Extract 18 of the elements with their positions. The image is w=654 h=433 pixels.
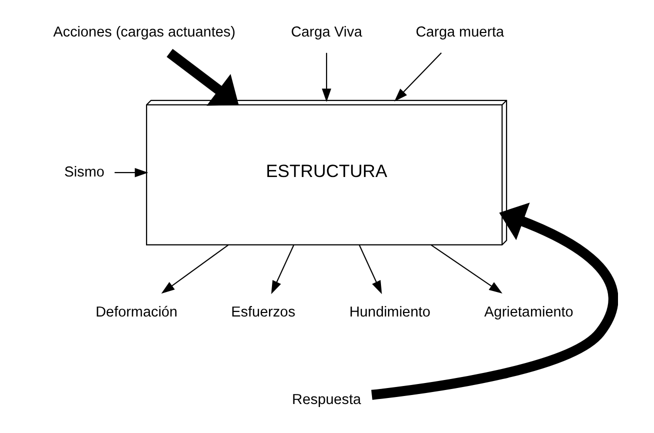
node-text: Esfuerzos: [231, 304, 296, 320]
node-text: Deformación: [96, 304, 178, 320]
arrow: [322, 52, 332, 102]
arrow: [358, 244, 382, 294]
arrow: [271, 244, 294, 294]
node-text: Carga Viva: [290, 24, 362, 40]
arrow: [394, 52, 442, 102]
node-text: Carga muerta: [416, 24, 504, 40]
node-text: Hundimiento: [349, 304, 430, 320]
node-text: Acciones (cargas actuantes): [53, 24, 236, 40]
node-text: Sismo: [64, 164, 104, 180]
arrow: [371, 202, 618, 400]
arrow: [114, 168, 148, 178]
node-text: Respuesta: [292, 392, 362, 408]
arrow: [430, 244, 502, 294]
arrow: [161, 244, 229, 294]
arrow: [166, 48, 239, 106]
node-text: Agrietamiento: [484, 304, 574, 320]
